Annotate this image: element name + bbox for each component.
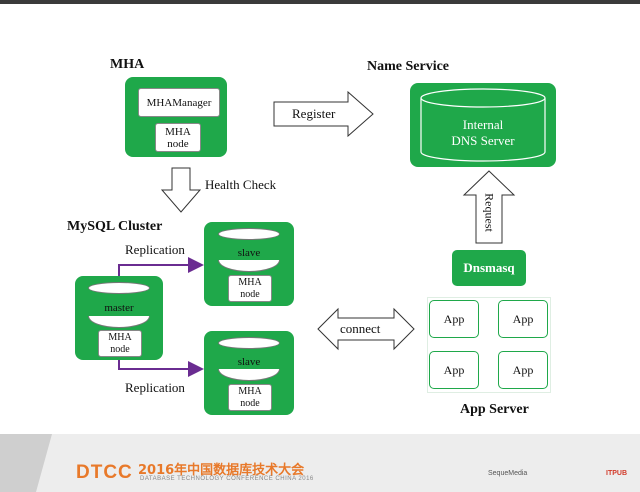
dns-label-2: DNS Server	[451, 133, 515, 148]
app-box: App	[498, 300, 548, 338]
replication-arrows	[118, 257, 204, 377]
master-node-label-2: node	[110, 343, 130, 355]
app-server-heading: App Server	[460, 402, 529, 417]
dns-label: Internal DNS Server	[420, 117, 546, 149]
mha-heading: MHA	[110, 57, 145, 72]
mha-node-label-2: node	[167, 137, 189, 150]
master-node-label-1: MHA	[108, 331, 132, 343]
app-server-frame	[427, 297, 551, 393]
dtcc-logo: DTCC	[76, 462, 133, 483]
connect-label: connect	[340, 321, 381, 336]
sponsor-seque: SequeMedia	[488, 470, 528, 477]
mha-node-label-1: MHA	[165, 125, 191, 138]
app-box: App	[498, 351, 548, 389]
footer-bar	[0, 434, 640, 492]
register-arrow	[273, 90, 374, 138]
slave-bottom-node-label-2: node	[240, 397, 260, 409]
mha-manager-box: MHAManager	[138, 88, 220, 117]
master-mha-node: MHA node	[98, 330, 142, 357]
slave-bottom-mha-node: MHA node	[228, 384, 272, 411]
app-box: App	[429, 351, 479, 389]
conference-title: 2016年中国数据库技术大会	[138, 463, 305, 478]
sponsor-itpub: ITPUB	[606, 470, 627, 477]
name-service-heading: Name Service	[367, 59, 450, 74]
replication-top-arrow	[118, 257, 204, 276]
slave-bottom-label: slave	[237, 356, 261, 368]
slave-top-node-label-1: MHA	[238, 276, 262, 288]
request-arrow	[462, 170, 516, 244]
mysql-cluster-heading: MySQL Cluster	[67, 219, 163, 234]
dnsmasq-box: Dnsmasq	[452, 250, 526, 286]
dns-cylinder	[420, 88, 546, 162]
connect-arrow	[317, 307, 415, 351]
replication-bottom-arrow	[118, 360, 204, 377]
top-bar	[0, 0, 640, 4]
footer-corner-shape	[0, 434, 52, 492]
master-label: master	[104, 302, 134, 314]
app-box: App	[429, 300, 479, 338]
mha-node-box: MHA node	[155, 123, 201, 152]
slave-bottom-node-label-1: MHA	[238, 385, 262, 397]
slave-top-db-icon: slave	[218, 228, 280, 272]
health-check-label: Health Check	[205, 177, 277, 192]
slave-top-mha-node: MHA node	[228, 275, 272, 302]
replication-bottom-label: Replication	[125, 380, 185, 395]
slave-bottom-db-icon: slave	[218, 337, 280, 381]
conference-subtitle: DATABASE TECHNOLOGY CONFERENCE CHINA 201…	[140, 476, 314, 482]
request-label: Request	[482, 193, 497, 232]
dns-label-1: Internal	[462, 117, 504, 132]
register-label: Register	[292, 106, 336, 121]
slave-top-label: slave	[237, 247, 261, 259]
slave-top-node-label-2: node	[240, 288, 260, 300]
master-db-icon: master	[88, 282, 150, 328]
health-check-arrow	[160, 167, 202, 213]
replication-top-label: Replication	[125, 242, 185, 257]
